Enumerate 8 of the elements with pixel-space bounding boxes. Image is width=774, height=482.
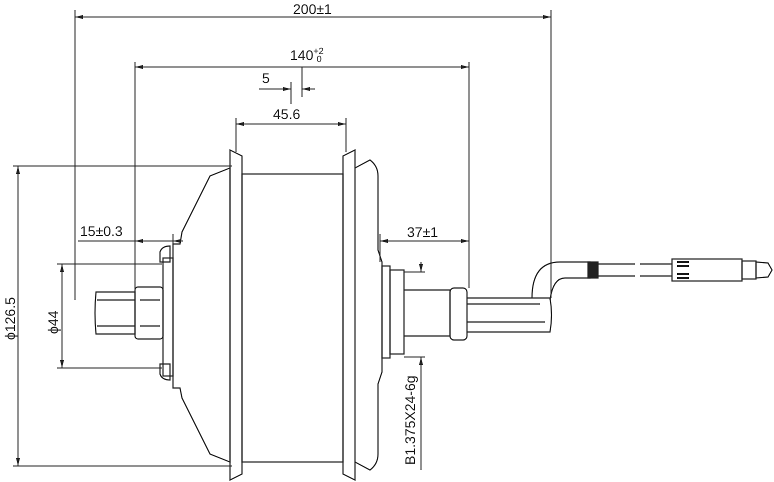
dimension-value: 45.6: [273, 107, 300, 121]
dimension-value: 200±1: [293, 2, 332, 16]
dimension-value: ϕ126.5: [3, 297, 17, 340]
dimension-value: 37±1: [407, 225, 438, 239]
dimension-value: 15±0.3: [80, 224, 123, 238]
dimension-value: ϕ44: [46, 310, 60, 334]
dimension-value: B1.375X24-6g: [403, 375, 417, 465]
dimension-value: 5: [262, 71, 270, 85]
